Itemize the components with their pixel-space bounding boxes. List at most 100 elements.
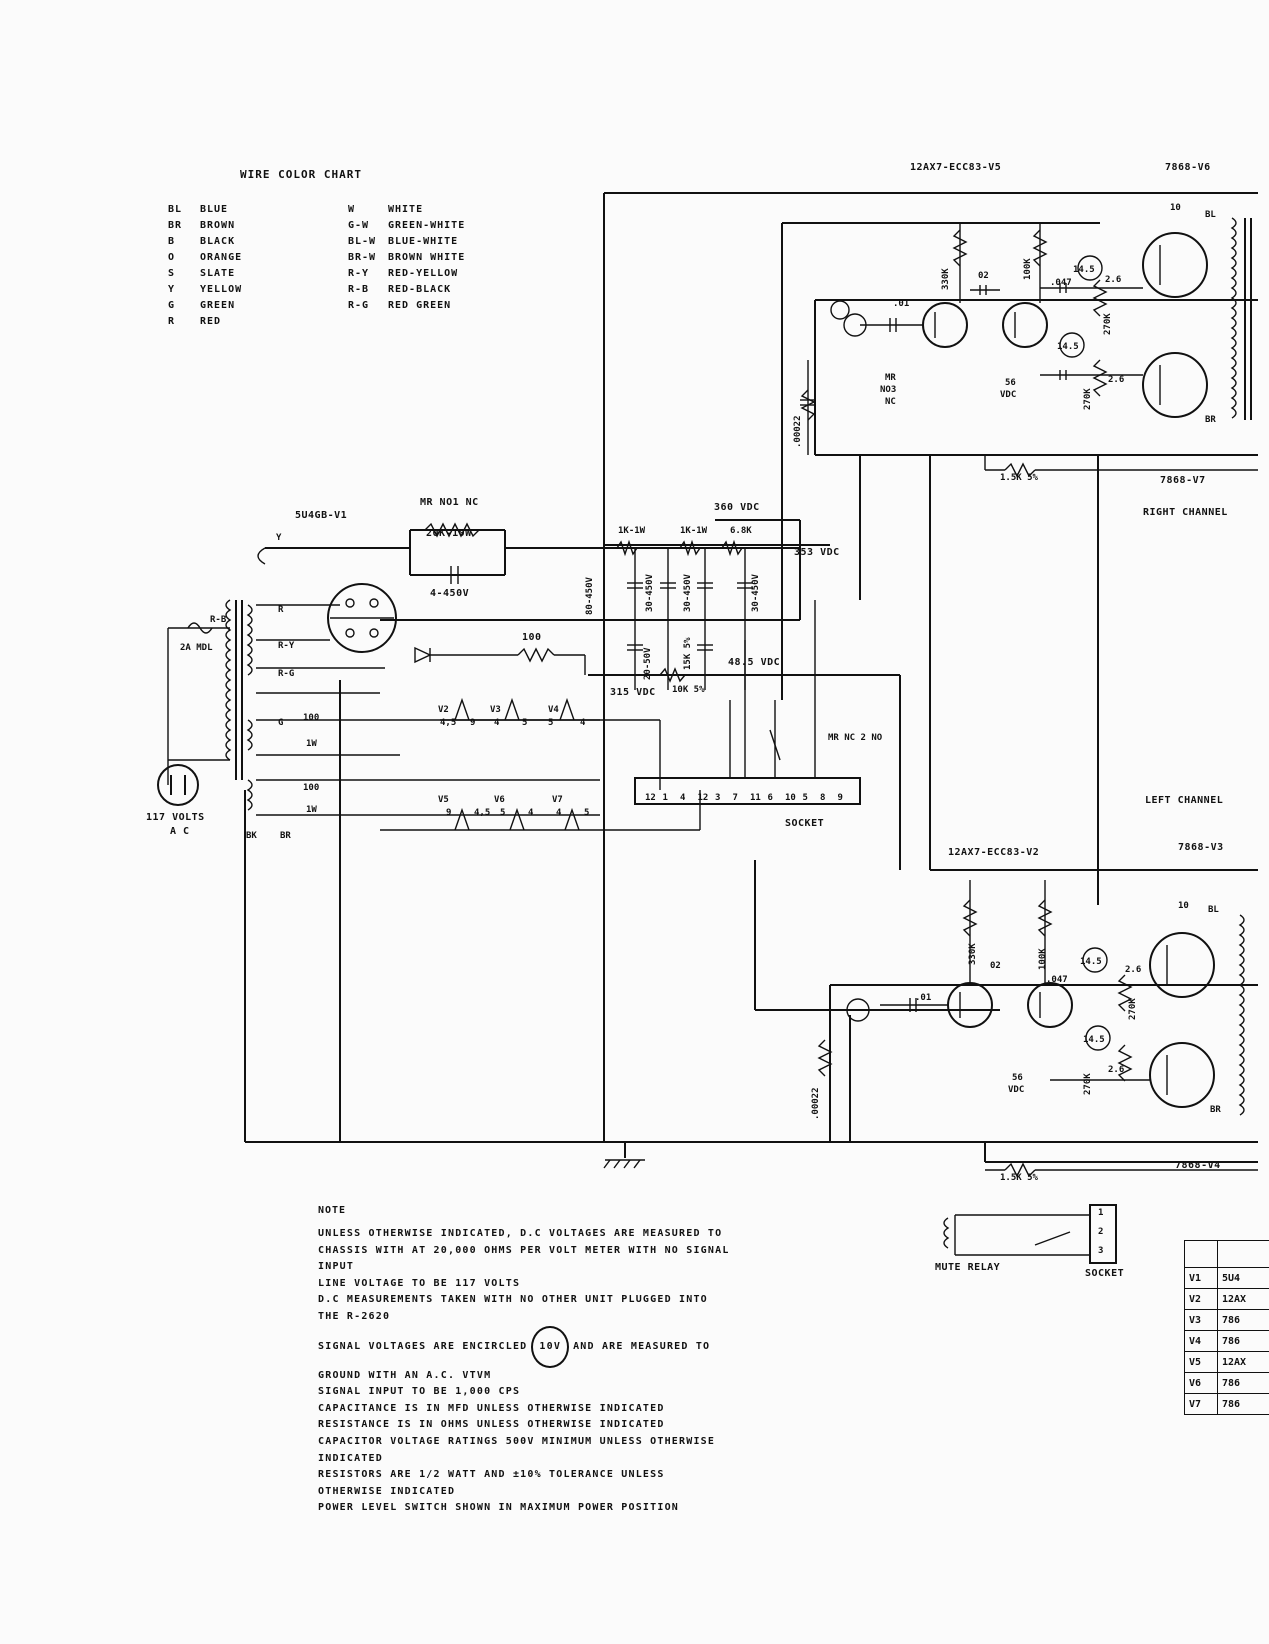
label-360vdc: 360 VDC [714,502,760,513]
label-sig-145-top-b: 14.5 [1057,342,1079,352]
label-26-bot-b: 2.6 [1108,1065,1124,1075]
note-line: CAPACITOR VOLTAGE RATINGS 500V MINIMUM U… [318,1435,716,1447]
label-r100k-top: 100K [1023,258,1033,280]
socket-pin-8: 8 [820,793,825,803]
label-1k-1w-b: 1K-1W [680,526,708,536]
label-c02-top: 02 [978,271,989,281]
label-mute-pin1: 1 [1098,1208,1103,1218]
label-c047-bot: .047 [1046,975,1068,985]
label-1w-a: 1W [306,739,317,749]
label-20k-10w: 20K-10W [426,528,472,539]
heater-pin-label: 9 [470,718,475,728]
label-117-volts: 117 VOLTS [146,812,205,823]
label-26-top-b: 2.6 [1108,375,1124,385]
label-r270k-bot-a: 270K [1128,998,1138,1020]
label-v3: 7868-V3 [1178,842,1224,853]
label-c01-top: .01 [893,299,909,309]
schematic-notes: NOTE UNLESS OTHERWISE INDICATED, D.C VOL… [318,1205,898,1517]
label-br-bot: BR [1210,1105,1221,1115]
label-v5-heater: V5 [438,795,449,805]
label-4-450v: 4-450V [430,588,469,599]
tube-table-header [1184,1240,1269,1268]
power-transformer [157,547,600,816]
label-r100k-bot: 100K [1038,948,1048,970]
heater-pin-label: 9 [446,808,451,818]
label-bk: BK [246,831,257,841]
socket-pin-12: 12 [698,793,709,803]
label-mr-top: MR [885,373,896,383]
rectifier-tube-v1 [327,583,397,653]
label-15k-5: 15K 5% [683,637,693,670]
wire-chart-title: WIRE COLOR CHART [240,168,362,181]
label-mute-pin2: 2 [1098,1227,1103,1237]
label-v7-heater: V7 [552,795,563,805]
label-fuse: 2A MDL [180,643,213,653]
label-vdc-bot: VDC [1008,1085,1024,1095]
heater-pin-label: 4,5 [440,718,456,728]
label-r270k-top-b: 270K [1083,388,1093,410]
label-30-450v-b: 30-450V [683,573,693,612]
socket-pin-4: 4 [680,793,686,803]
label-sig-145-bot-b: 14.5 [1083,1035,1105,1045]
socket-pin-7: 7 [733,793,738,803]
label-r330k-top: 330K [941,268,951,290]
socket-pin-5: 5 [803,793,808,803]
label-c00022-top: .00022 [793,415,803,448]
label-bl-top: BL [1205,210,1216,220]
label-1k-1w-a: 1K-1W [618,526,646,536]
label-nc-top: NC [885,397,896,407]
heater-pin-label: 4,5 [474,808,490,818]
label-c01-bot: .01 [915,993,931,1003]
note-line: CHASSIS WITH AT 20,000 OHMS PER VOLT MET… [318,1244,730,1256]
main-wiring [244,192,1258,1163]
heater-pin-label: 4 [556,808,562,818]
label-mute-socket: SOCKET [1085,1268,1124,1279]
label-6-8k: 6.8K [730,526,752,536]
label-mute-pin3: 3 [1098,1246,1103,1256]
right-channel-amp [800,217,1258,478]
heater-pin-label: 4 [494,718,500,728]
label-100-ohm: 100 [522,632,542,643]
label-100-ohm-a: 100 [303,713,319,723]
socket-pin-9: 9 [838,793,843,803]
label-r330k-bot: 330K [968,943,978,965]
note-line: D.C MEASUREMENTS TAKEN WITH NO OTHER UNI… [318,1294,708,1306]
label-c00022-bot: .00022 [811,1087,821,1120]
label-r15k5-top: 1.5K 5% [1000,473,1039,483]
label-353vdc: 353 VDC [794,547,840,558]
heater-pin-label: 5 [584,808,589,818]
note-line: RESISTANCE IS IN OHMS UNLESS OTHERWISE I… [318,1419,665,1431]
label-20-50v: 20-50V [643,647,653,680]
label-tr-rb: R-B [210,615,227,625]
label-r10-bot: 10 [1178,901,1189,911]
label-tr-rg: R-G [278,669,294,679]
note-line: POWER LEVEL SWITCH SHOWN IN MAXIMUM POWE… [318,1502,680,1514]
label-tr-y: Y [276,533,282,543]
label-v6: 7868-V6 [1165,162,1211,173]
label-mr-no1-nc: MR NO1 NC [420,497,479,508]
note-signal-encircled: 10V [531,1325,570,1368]
label-48-5vdc: 48.5 VDC [728,657,780,668]
label-56-bot: 56 [1012,1073,1023,1083]
label-30-450v-a: 30-450V [645,573,655,612]
socket-pin-10: 10 [785,793,796,803]
component-labels: 12AX7-ECC83-V5 7868-V6 7868-V7 RIGHT CHA… [146,162,1227,1279]
label-tr-g: G [278,718,283,728]
heater-pin-label: 4 [580,718,586,728]
